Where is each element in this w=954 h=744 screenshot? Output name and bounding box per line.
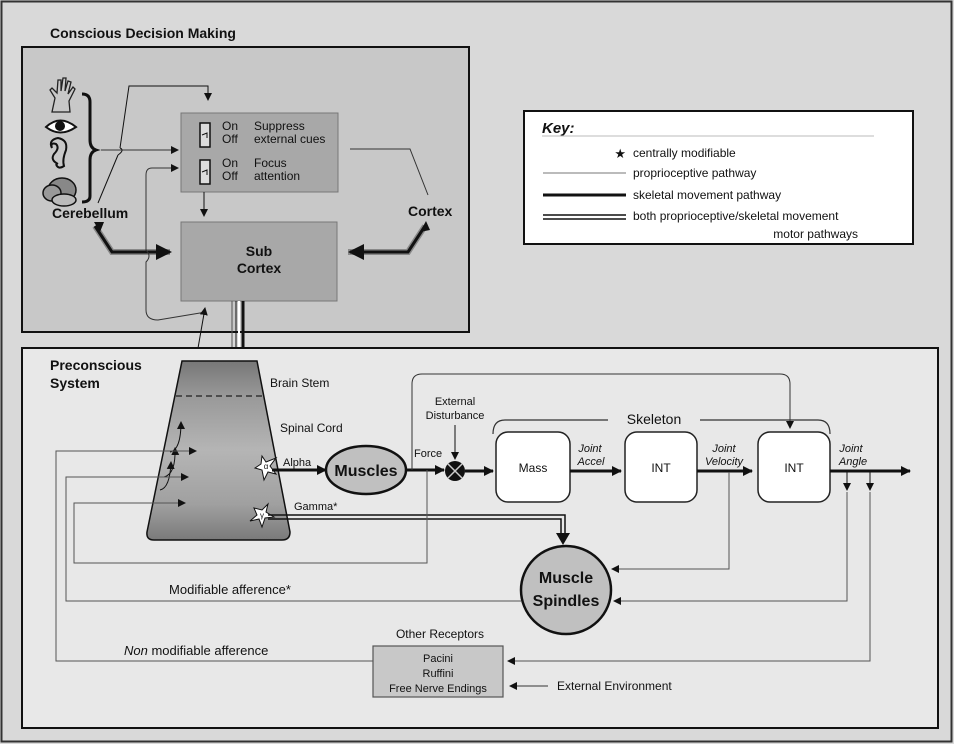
subcortex-label-2: Cortex	[237, 260, 282, 276]
preconscious-title-1: Preconscious	[50, 357, 142, 373]
muscles-label: Muscles	[334, 463, 397, 480]
velocity-to-spindles-line	[611, 472, 730, 573]
svg-text:α: α	[264, 462, 269, 471]
star-icon: ★	[614, 146, 626, 161]
non-modifiable-label: Non modifiable afference	[124, 643, 268, 658]
external-disturbance-label-1: External	[435, 396, 475, 408]
external-disturbance-label-2: Disturbance	[426, 410, 485, 422]
gamma-pathway	[268, 514, 570, 545]
brain-stem-label: Brain Stem	[270, 376, 329, 390]
switch1-on: On	[222, 119, 238, 133]
spinal-cord-label: Spinal Cord	[280, 421, 343, 435]
focus-switch[interactable]	[199, 159, 211, 185]
cerebellum-to-switch-line	[97, 85, 208, 204]
muscle-spindles-label-2: Spindles	[533, 593, 600, 610]
force-feedback-line	[73, 470, 428, 564]
int-block-1	[624, 431, 698, 503]
angle-to-spindles-line	[613, 492, 848, 605]
switch2-off: Off	[222, 169, 238, 183]
joint-velocity-label-2: Velocity	[705, 456, 745, 468]
force-to-int-loop	[411, 373, 794, 470]
gamma-neuron-icon: γ	[249, 502, 276, 529]
key-item-skeletal: skeletal movement pathway	[633, 188, 781, 202]
force-label: Force	[414, 448, 442, 460]
int2-label: INT	[784, 461, 804, 475]
joint-angle-label-1: Joint	[838, 443, 863, 455]
modifiable-afference-line	[65, 473, 521, 602]
alpha-label: Alpha	[283, 457, 312, 469]
key-item-both: both proprioceptive/skeletal movement	[633, 209, 839, 223]
skeleton-label: Skeleton	[627, 411, 681, 427]
cortex-to-switch-line	[350, 148, 429, 196]
toggle-switch-icon	[199, 159, 211, 185]
other-receptors-box	[372, 645, 504, 698]
switch2-on: On	[222, 156, 238, 170]
eye-icon	[44, 119, 78, 134]
cerebellum-subcortex-arrow	[92, 222, 172, 260]
gamma-label: Gamma*	[294, 501, 338, 513]
brainstem-spinal-cord	[146, 360, 291, 541]
switch1-label-1: Suppress	[254, 119, 305, 133]
receptor-pacini: Pacini	[423, 653, 453, 665]
switch1-off: Off	[222, 132, 238, 146]
receptor-free-nerve-endings: Free Nerve Endings	[389, 683, 487, 695]
svg-text:γ: γ	[260, 511, 264, 520]
toggle-switch-icon	[199, 122, 211, 148]
cerebellum-label: Cerebellum	[52, 205, 128, 221]
subcortex-box	[180, 221, 338, 302]
int1-label: INT	[651, 461, 671, 475]
subcortex-label-1: Sub	[246, 243, 272, 259]
non-modifiable-label-italic: Non	[124, 643, 148, 658]
key-box	[523, 110, 914, 245]
alpha-neuron-icon: α	[253, 454, 278, 482]
key-item-both-2: motor pathways	[773, 227, 858, 241]
key-item-centrally-modifiable: centrally modifiable	[633, 146, 736, 160]
joint-accel-label-1: Joint	[577, 443, 602, 455]
senses-brace	[81, 92, 101, 204]
preconscious-title-2: System	[50, 375, 100, 391]
receptor-ruffini: Ruffini	[423, 668, 454, 680]
non-modifiable-label-rest: modifiable afference	[148, 643, 268, 658]
suppress-switch[interactable]	[199, 122, 211, 148]
other-receptors-label: Other Receptors	[396, 627, 484, 641]
switch2-label-2: attention	[254, 169, 300, 183]
modifiable-afference-label: Modifiable afference*	[169, 582, 291, 597]
switch2-label-1: Focus	[254, 156, 287, 170]
skeleton-bracket	[492, 419, 831, 435]
int-block-2	[757, 431, 831, 503]
mass-label: Mass	[519, 461, 548, 475]
summing-junction-icon	[445, 461, 465, 481]
muscle-spindles-label-1: Muscle	[539, 570, 593, 587]
mass-block	[495, 431, 571, 503]
non-modifiable-afference-line	[55, 447, 373, 662]
cortex-subcortex-arrow	[348, 221, 430, 260]
external-environment-label: External Environment	[557, 679, 672, 693]
joint-velocity-label-1: Joint	[711, 443, 736, 455]
focus-feedback-line	[145, 164, 207, 321]
key-item-proprioceptive: proprioceptive pathway	[633, 166, 756, 180]
conscious-title: Conscious Decision Making	[50, 25, 236, 41]
switch1-label-2: external cues	[254, 132, 325, 146]
vestibular-icon	[42, 177, 77, 207]
hand-icon	[49, 77, 76, 113]
key-title: Key:	[542, 120, 575, 137]
key-double-line	[543, 214, 626, 220]
joint-angle-label-2: Angle	[838, 456, 867, 468]
cortex-label: Cortex	[408, 203, 453, 219]
angle-to-receptors-line	[507, 492, 871, 665]
muscle-spindles-node	[519, 544, 613, 636]
joint-accel-label-2: Accel	[577, 456, 605, 468]
ear-icon	[49, 136, 68, 169]
